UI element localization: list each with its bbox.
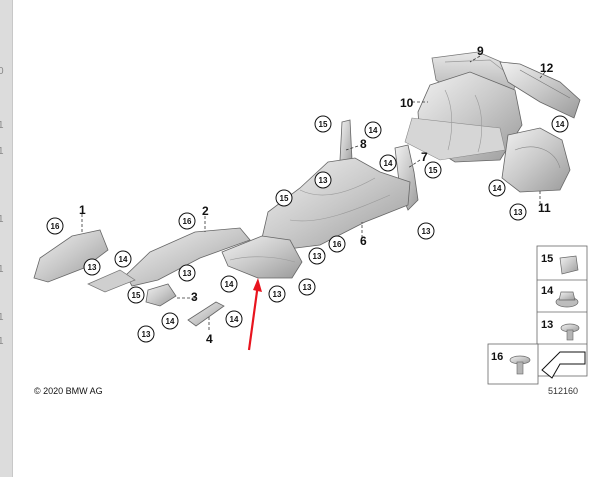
callout-13-h: 13 [417,222,435,240]
callout-number: 15 [319,120,328,129]
callout-14-e: 14 [364,121,382,139]
callout-13-e: 13 [298,278,316,296]
callout-13-d: 13 [268,285,286,303]
callout-number: 15 [132,291,141,300]
part-label-11: 11 [538,201,551,215]
part-number-labels: 1 2 3 4 6 7 8 9 10 11 12 [79,44,554,346]
legend-label-16: 16 [491,351,503,363]
part-label-3: 3 [191,290,198,304]
strip-fragment: 1 [0,214,4,225]
callout-number: 13 [88,263,97,272]
strip-fragment: 1 [0,264,4,275]
copyright-text: © 2020 BMW AG [34,386,103,396]
part-1-shield [33,229,109,283]
legend-label-13: 13 [541,319,553,331]
part-12-bracket [499,61,581,119]
leader-lines [81,55,546,330]
callout-number: 14 [369,126,378,135]
left-window-strip: 0 1 1 1 1 1 1 [0,0,12,477]
callout-number: 15 [280,194,289,203]
callout-15-c: 15 [314,115,332,133]
callout-number: 13 [142,330,151,339]
callout-number: 14 [384,159,393,168]
part-label-6: 6 [360,234,367,248]
push-clip-icon [509,355,531,375]
legend-label-15: 15 [541,253,553,265]
callout-number: 13 [319,176,328,185]
callout-number: 13 [514,208,523,217]
callout-16-a: 16 [46,217,64,235]
strip-fragment: 1 [0,120,4,131]
callout-13-b: 13 [178,264,196,282]
callout-14-a: 14 [114,250,132,268]
screw-icon [560,323,580,341]
callout-number: 14 [119,255,128,264]
clip-nut-icon [559,255,579,275]
callout-13-i: 13 [509,203,527,221]
callout-number: 15 [429,166,438,175]
callout-number: 14 [225,280,234,289]
callout-14-g: 14 [488,179,506,197]
callout-13-f: 13 [314,171,332,189]
callout-15-b: 15 [275,189,293,207]
callout-14-d: 14 [220,275,238,293]
red-arrow [247,278,262,351]
part-label-7: 7 [421,150,428,164]
callout-number: 14 [166,317,175,326]
callout-number: 13 [313,252,322,261]
callout-number: 13 [273,290,282,299]
diagram-reference-number: 512160 [548,386,579,396]
callout-number: 16 [51,222,60,231]
part-label-9: 9 [477,44,484,58]
part-4-strap [187,301,225,327]
callout-16-c: 16 [328,235,346,253]
part-2-long-shield [87,227,251,293]
part-label-8: 8 [360,137,367,151]
part-label-1: 1 [79,203,86,217]
callout-number: 13 [422,227,431,236]
callout-14-c: 14 [225,310,243,328]
callout-13-g: 13 [308,247,326,265]
callout-number: 14 [493,184,502,193]
callout-15-a: 15 [127,286,145,304]
strip-fragment: 1 [0,312,4,323]
part-6-tunnel-shield [261,157,411,251]
callout-number: 16 [183,217,192,226]
callout-16-b: 16 [178,212,196,230]
strip-fragment: 1 [0,336,4,347]
part-label-12: 12 [540,61,554,75]
callout-14-b: 14 [161,312,179,330]
callout-number: 16 [333,240,342,249]
callout-14-f: 14 [379,154,397,172]
callout-number: 13 [303,283,312,292]
legend-label-14: 14 [541,285,554,297]
part-3-bracket [145,283,177,307]
direction-arrow-icon [541,351,586,379]
part-label-4: 4 [206,332,213,346]
strip-fragment: 0 [0,66,4,77]
hex-nut-icon [555,291,579,308]
part-label-10: 10 [400,96,414,110]
callout-number: 13 [183,269,192,278]
callout-15-d: 15 [424,161,442,179]
callout-13-c: 13 [137,325,155,343]
part-label-2: 2 [202,204,209,218]
callout-number: 14 [556,120,565,129]
part-10-heat-shield [404,71,523,163]
fastener-legend: 15 14 13 16 [487,245,588,385]
callout-13-a: 13 [83,258,101,276]
part-11-end-shield [501,127,571,193]
strip-fragment: 1 [0,146,4,157]
callout-14-h: 14 [551,115,569,133]
part-5-shield [221,235,303,279]
callout-number: 14 [230,315,239,324]
